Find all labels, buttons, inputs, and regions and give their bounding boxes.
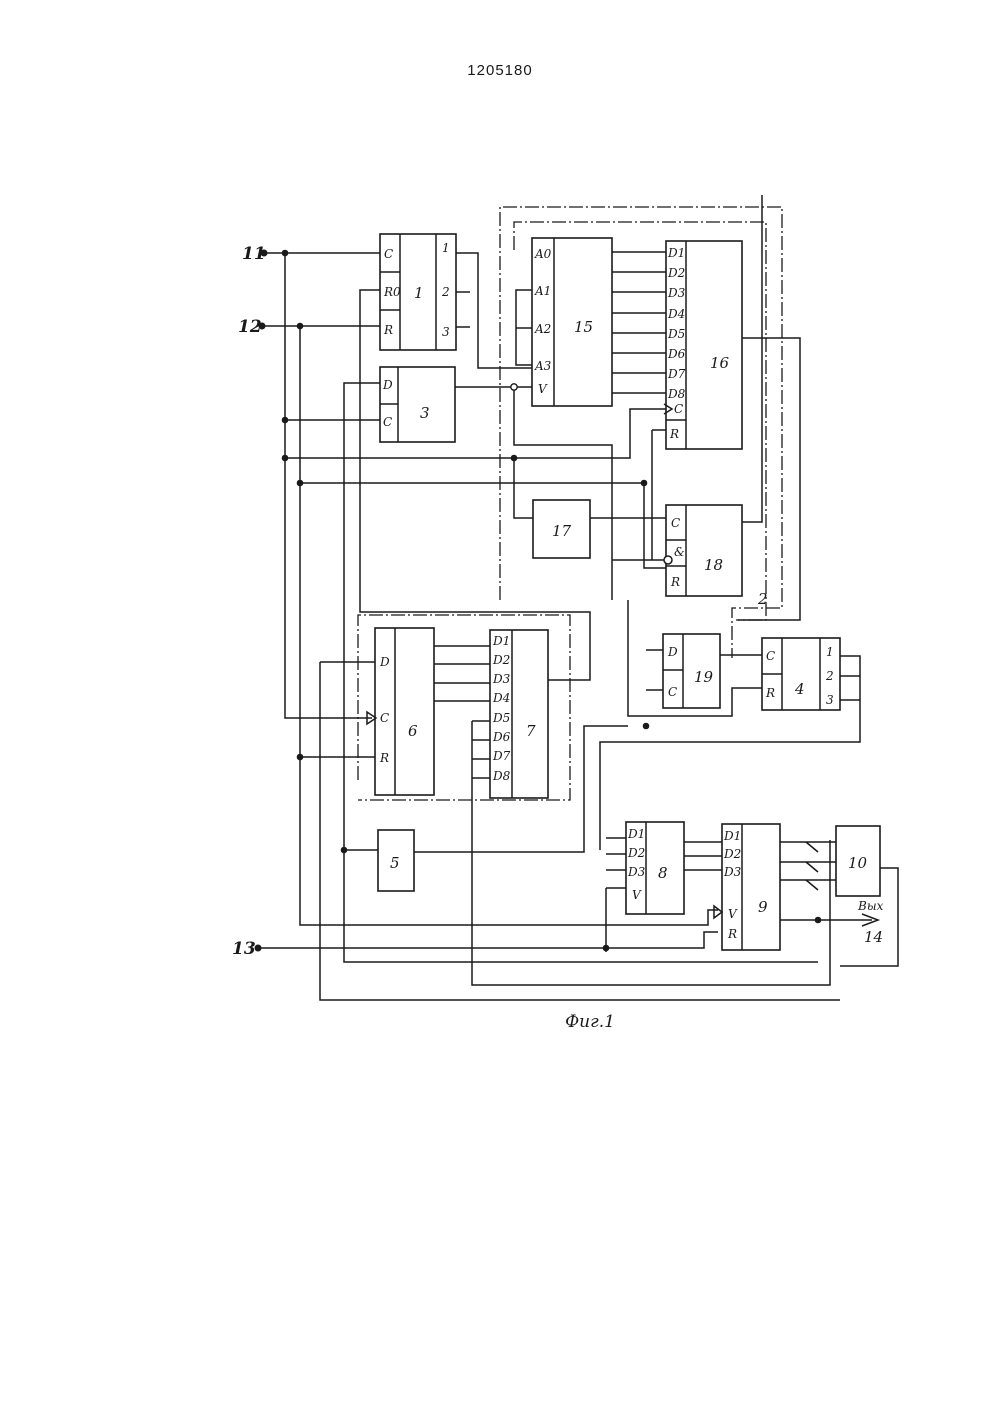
svg-text:3: 3 xyxy=(442,325,450,339)
block-7: D1 D2 D3 D4 D5 D6 D7 D8 7 xyxy=(490,630,548,798)
block-4: C R 4 1 2 3 xyxy=(762,638,840,710)
svg-text:15: 15 xyxy=(574,318,593,336)
svg-text:7: 7 xyxy=(526,722,536,740)
block-6: D C R 6 xyxy=(367,628,434,795)
svg-text:V: V xyxy=(632,888,642,902)
svg-text:5: 5 xyxy=(390,854,400,872)
svg-text:D4: D4 xyxy=(492,691,510,705)
svg-text:9: 9 xyxy=(758,898,768,916)
svg-text:C: C xyxy=(383,415,392,429)
svg-text:16: 16 xyxy=(710,354,730,372)
svg-text:D7: D7 xyxy=(492,749,511,763)
block-16: D1 D2 D3 D4 D5 D6 D7 D8 C R 16 xyxy=(664,241,742,449)
svg-text:8: 8 xyxy=(658,864,668,882)
svg-text:A0: A0 xyxy=(534,247,552,261)
svg-text:2: 2 xyxy=(441,285,450,299)
svg-text:D8: D8 xyxy=(492,769,511,783)
svg-text:3: 3 xyxy=(826,693,834,707)
svg-text:18: 18 xyxy=(704,556,723,574)
svg-text:D6: D6 xyxy=(667,347,686,361)
svg-text:D4: D4 xyxy=(667,307,685,321)
svg-text:19: 19 xyxy=(694,668,714,686)
svg-text:C: C xyxy=(766,649,775,663)
svg-text:R: R xyxy=(670,575,680,589)
svg-text:17: 17 xyxy=(552,522,572,540)
svg-text:D5: D5 xyxy=(492,711,510,725)
svg-text:14: 14 xyxy=(864,928,883,946)
svg-text:1: 1 xyxy=(826,645,834,659)
svg-text:R: R xyxy=(383,323,393,337)
line-label-2: 2 xyxy=(757,590,768,608)
svg-text:11: 11 xyxy=(242,244,266,264)
svg-text:D1: D1 xyxy=(723,829,741,843)
block-19: D C 19 xyxy=(663,634,720,708)
svg-text:R: R xyxy=(379,751,389,765)
svg-text:D: D xyxy=(382,378,393,392)
svg-text:D6: D6 xyxy=(492,730,511,744)
svg-text:10: 10 xyxy=(848,854,868,872)
svg-text:D2: D2 xyxy=(627,846,645,860)
svg-text:V: V xyxy=(728,907,738,921)
svg-text:D7: D7 xyxy=(667,367,686,381)
svg-text:R0: R0 xyxy=(383,285,401,299)
svg-text:2: 2 xyxy=(825,669,834,683)
terminal-11: 11 xyxy=(242,244,268,264)
svg-text:D3: D3 xyxy=(492,672,511,686)
figure-caption: Фиг.1 xyxy=(530,1012,650,1032)
svg-text:3: 3 xyxy=(420,404,430,422)
block-8: D1 D2 D3 V 8 xyxy=(626,822,684,914)
svg-text:R: R xyxy=(669,427,679,441)
svg-text:D2: D2 xyxy=(723,847,741,861)
svg-text:D5: D5 xyxy=(667,327,685,341)
block-3: D C 3 xyxy=(380,367,455,442)
block-1: C R0 R 1 1 2 3 xyxy=(380,234,456,350)
block-5: 5 xyxy=(378,830,414,891)
block-15: A0 A1 A2 A3 V 15 xyxy=(532,238,612,406)
svg-text:R: R xyxy=(765,686,775,700)
svg-text:D: D xyxy=(379,655,390,669)
svg-text:V: V xyxy=(538,382,548,396)
svg-text:D3: D3 xyxy=(723,865,742,879)
svg-text:Вых: Вых xyxy=(857,899,884,913)
svg-text:&: & xyxy=(674,545,685,559)
block-10: 10 xyxy=(836,826,880,896)
svg-text:D1: D1 xyxy=(667,246,685,260)
svg-text:C: C xyxy=(671,516,680,530)
svg-text:13: 13 xyxy=(232,939,256,959)
svg-text:D2: D2 xyxy=(492,653,510,667)
svg-text:D3: D3 xyxy=(667,286,686,300)
svg-text:A3: A3 xyxy=(534,359,552,373)
svg-text:C: C xyxy=(674,402,683,416)
svg-text:A1: A1 xyxy=(534,284,551,298)
svg-text:A2: A2 xyxy=(534,322,551,336)
svg-text:D1: D1 xyxy=(492,634,510,648)
terminal-13: 13 xyxy=(232,939,262,959)
svg-text:4: 4 xyxy=(794,680,805,698)
svg-text:D: D xyxy=(667,645,678,659)
svg-text:D1: D1 xyxy=(627,827,645,841)
svg-text:D3: D3 xyxy=(627,865,646,879)
block-18: C & R 18 xyxy=(664,505,742,596)
svg-text:D8: D8 xyxy=(667,387,686,401)
svg-text:1: 1 xyxy=(442,241,450,255)
svg-text:C: C xyxy=(384,247,393,261)
svg-text:12: 12 xyxy=(238,317,262,337)
svg-text:C: C xyxy=(668,685,677,699)
block-9: D1 D2 D3 V R 9 xyxy=(714,824,780,950)
svg-text:D2: D2 xyxy=(667,266,685,280)
terminal-12: 12 xyxy=(238,317,266,337)
block-17: 17 xyxy=(533,500,590,558)
svg-text:1: 1 xyxy=(414,284,424,302)
svg-text:6: 6 xyxy=(408,722,418,740)
svg-text:R: R xyxy=(727,927,737,941)
svg-text:C: C xyxy=(380,711,389,725)
